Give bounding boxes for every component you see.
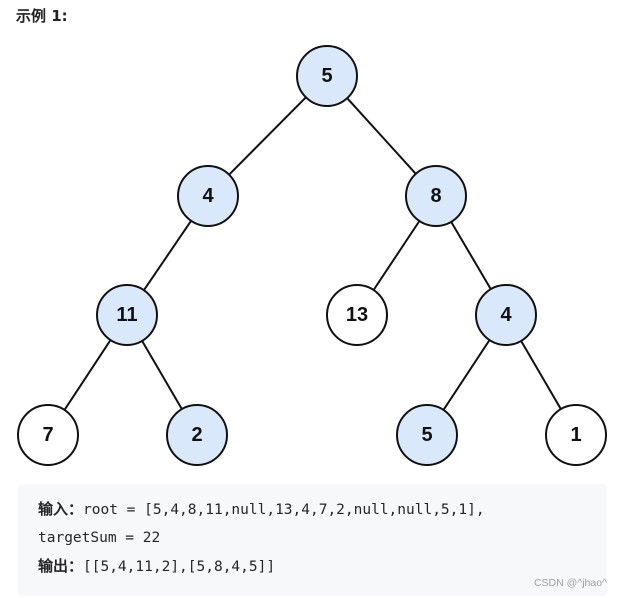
tree-node: 8 bbox=[405, 165, 467, 227]
tree-edge bbox=[346, 97, 417, 175]
tree-node: 5 bbox=[396, 404, 458, 466]
tree-node: 1 bbox=[545, 404, 607, 466]
tree-node-label: 11 bbox=[116, 304, 137, 326]
input-value-continued: targetSum = 22 bbox=[38, 530, 161, 546]
watermark: CSDN @^jhao^ bbox=[533, 577, 607, 589]
tree-node-label: 5 bbox=[421, 424, 432, 446]
input-line-continued: targetSum = 22 bbox=[38, 524, 607, 552]
example-heading: 示例 1: bbox=[16, 7, 68, 25]
tree-node-label: 7 bbox=[42, 424, 53, 446]
tree-node-circle bbox=[166, 404, 228, 466]
tree-node-circle bbox=[475, 284, 537, 346]
tree-node: 4 bbox=[475, 284, 537, 346]
tree-edge bbox=[63, 339, 112, 411]
tree-nodes: 5 4 8 11 13 4 7 2 5 1 bbox=[17, 45, 607, 466]
tree-edge bbox=[520, 340, 562, 410]
tree-node-circle bbox=[96, 284, 158, 346]
tree-node-circle bbox=[177, 165, 239, 227]
tree-node: 4 bbox=[177, 165, 239, 227]
tree-node-circle bbox=[326, 284, 388, 346]
tree-node-label: 1 bbox=[570, 424, 581, 446]
tree-edge bbox=[228, 96, 307, 176]
tree-node: 7 bbox=[17, 404, 79, 466]
binary-tree-diagram: 5 4 8 11 13 4 7 2 5 1 bbox=[17, 45, 607, 466]
tree-node-circle bbox=[405, 165, 467, 227]
tree-node: 2 bbox=[166, 404, 228, 466]
tree-node-circle bbox=[545, 404, 607, 466]
input-label: 输入： bbox=[38, 500, 84, 518]
tree-edge bbox=[372, 220, 421, 291]
tree-node-circle bbox=[296, 45, 358, 107]
output-line: 输出：[[5,4,11,2],[5,8,4,5]] bbox=[38, 552, 607, 581]
tree-node-label: 4 bbox=[202, 185, 214, 207]
input-line: 输入：root = [5,4,8,11,null,13,4,7,2,null,n… bbox=[38, 495, 607, 524]
output-value: [[5,4,11,2],[5,8,4,5]] bbox=[83, 559, 276, 575]
output-label: 输出： bbox=[38, 557, 84, 575]
tree-node-label: 5 bbox=[321, 65, 332, 87]
example-code-block: 输入：root = [5,4,8,11,null,13,4,7,2,null,n… bbox=[18, 484, 607, 596]
tree-node-circle bbox=[396, 404, 458, 466]
tree-node: 13 bbox=[326, 284, 388, 346]
input-value: root = [5,4,8,11,null,13,4,7,2,null,null… bbox=[83, 502, 485, 518]
tree-node: 5 bbox=[296, 45, 358, 107]
tree-edge bbox=[141, 340, 183, 410]
tree-node-label: 4 bbox=[500, 304, 512, 326]
tree-node-label: 2 bbox=[191, 424, 202, 446]
tree-edges bbox=[63, 96, 562, 411]
tree-node-circle bbox=[17, 404, 79, 466]
tree-node: 11 bbox=[96, 284, 158, 346]
tree-edge bbox=[450, 221, 492, 290]
tree-node-label: 8 bbox=[430, 185, 441, 207]
tree-edge bbox=[442, 339, 491, 411]
tree-edge bbox=[143, 220, 192, 291]
tree-node-label: 13 bbox=[346, 304, 368, 326]
